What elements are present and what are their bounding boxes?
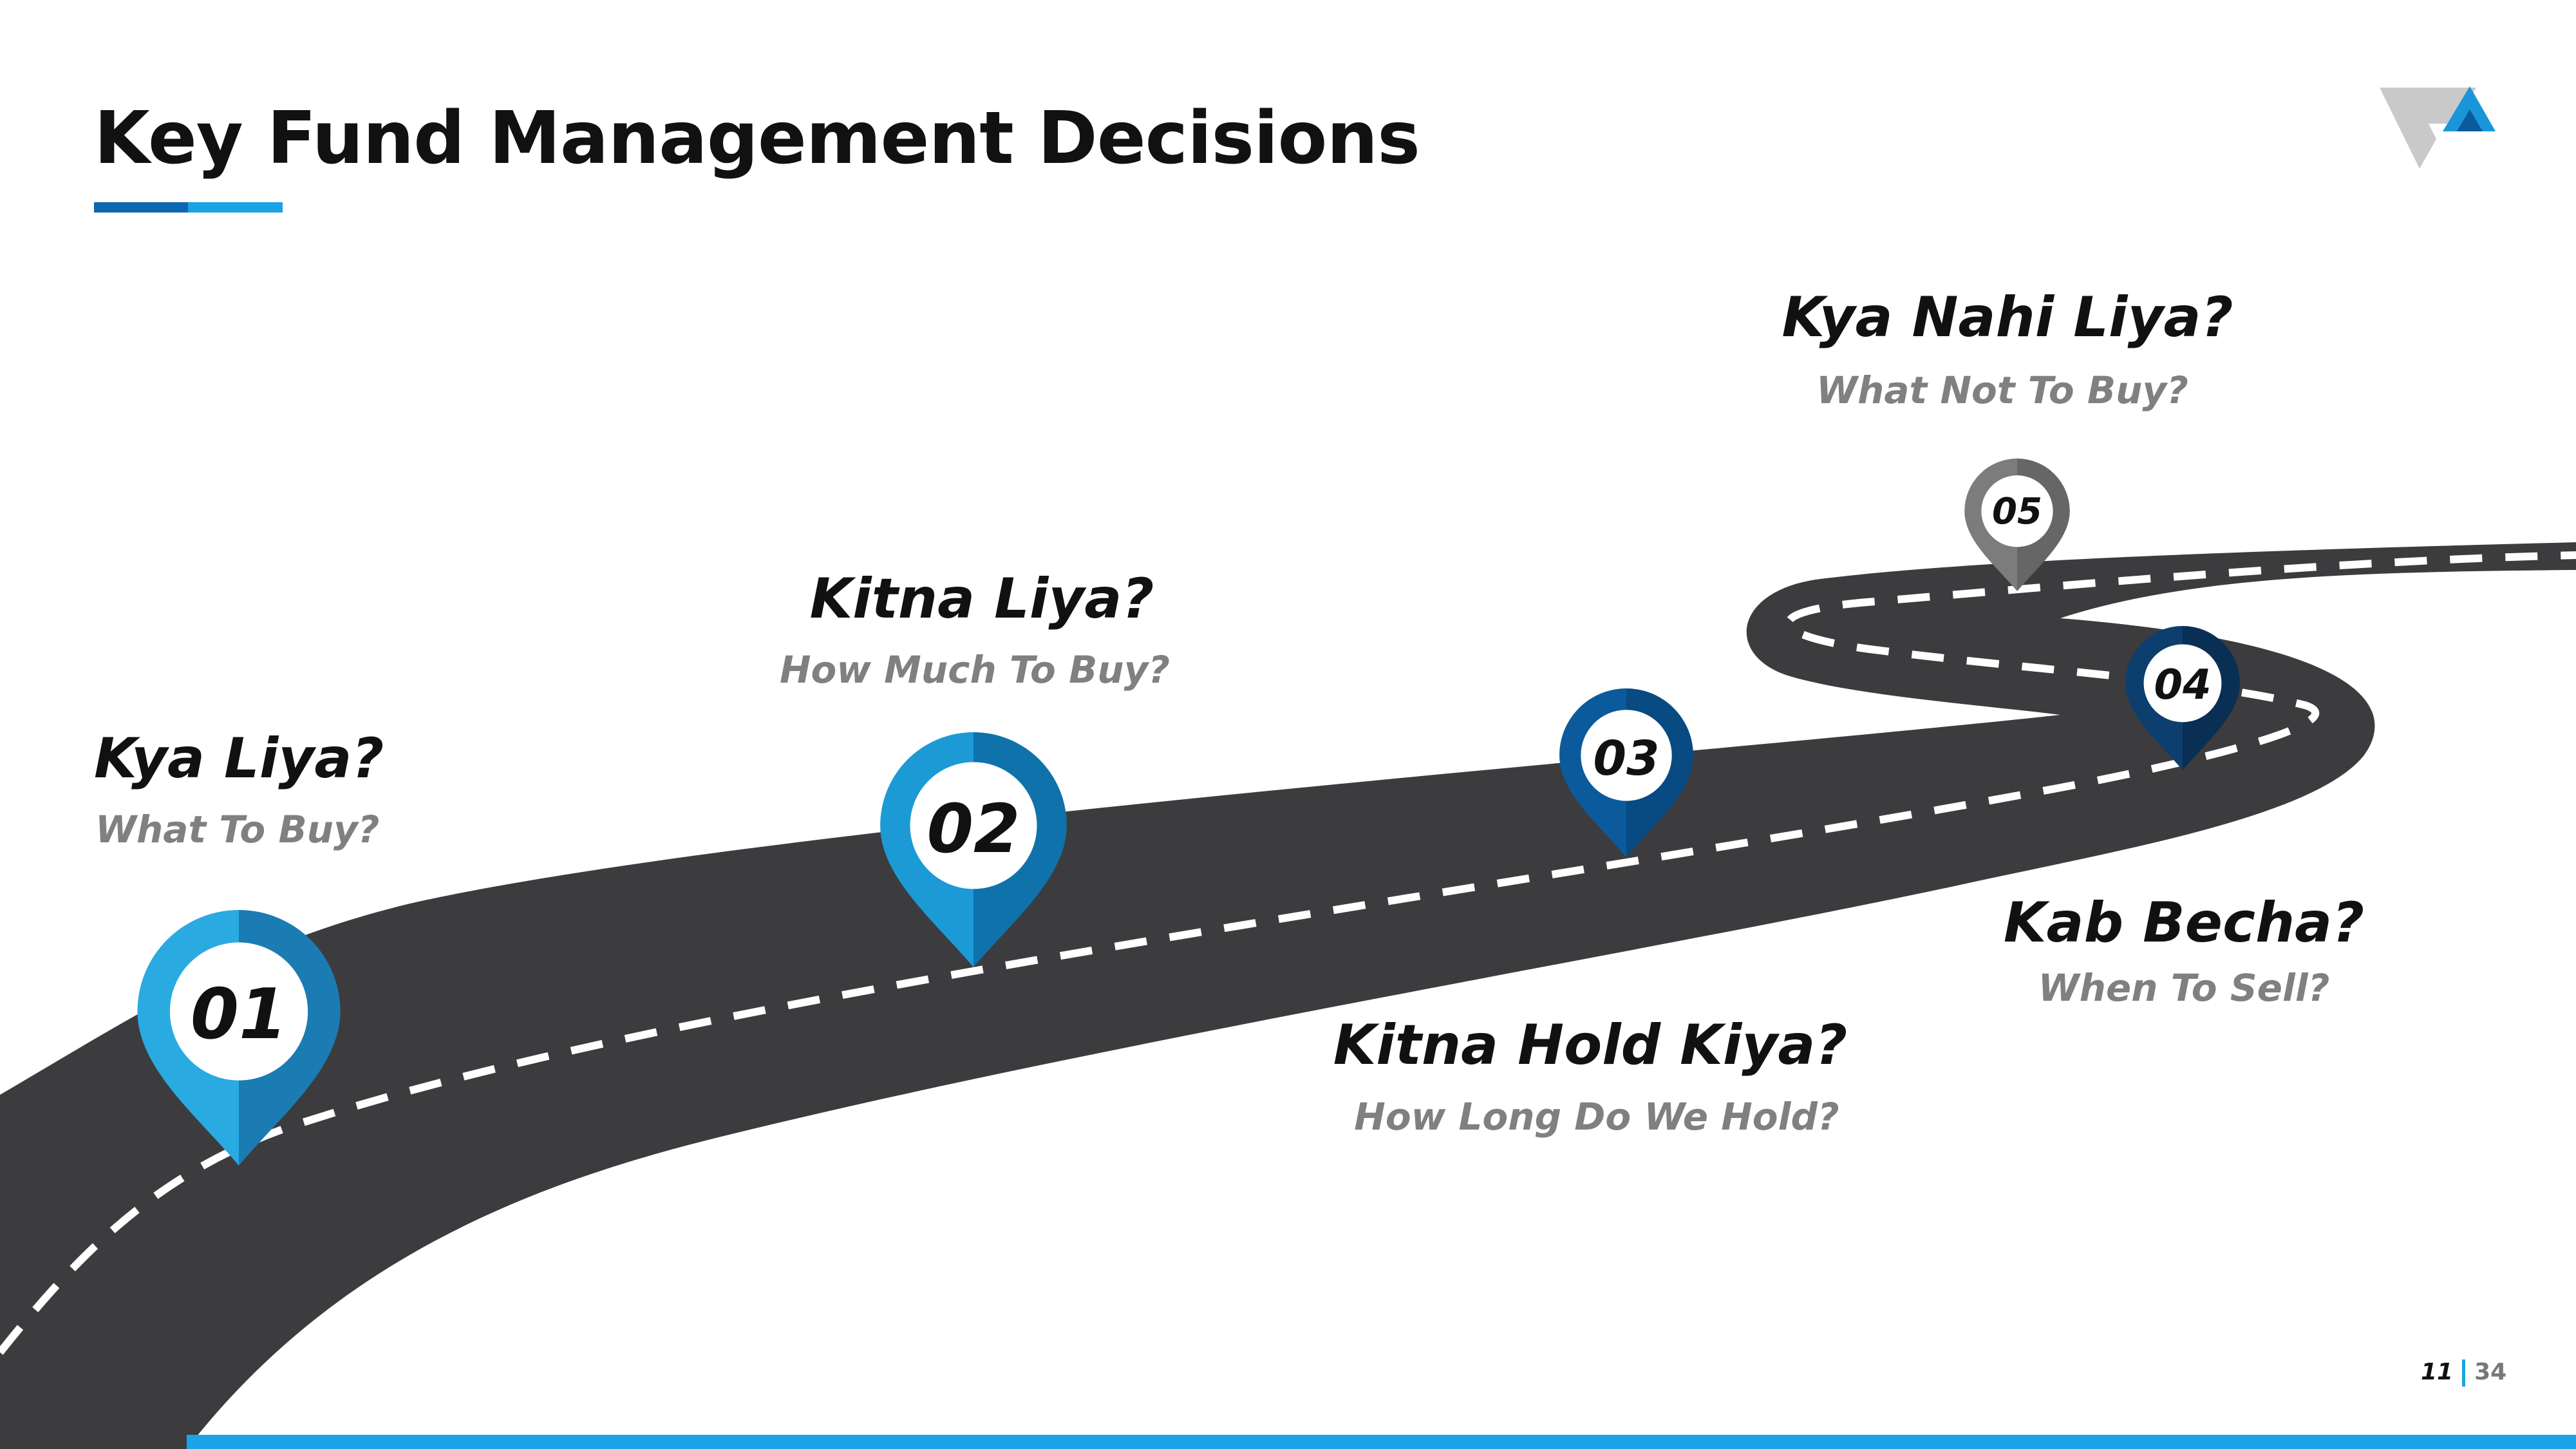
footer-accent-bar (187, 1435, 2576, 1449)
step-01-subtitle: What To Buy? (95, 808, 380, 851)
pin-number-04: 04 (2154, 661, 2212, 709)
step-05-subtitle: What Not To Buy? (1816, 368, 2188, 412)
map-pin-icon (2125, 626, 2240, 770)
step-03-subtitle: How Long Do We Hold? (1354, 1095, 1839, 1139)
pin-number-01: 01 (190, 974, 288, 1055)
step-04-title: Kab Becha? (2003, 891, 2365, 955)
map-pin-icon (1559, 688, 1693, 857)
pin-number-05: 05 (1992, 491, 2042, 533)
road-center-dashes (0, 551, 2576, 1355)
step-02-title: Kitna Liya? (809, 567, 1154, 631)
road-surface (0, 542, 2576, 1449)
page-title: Key Fund Management Decisions (94, 97, 1420, 180)
page-total: 34 (2474, 1359, 2507, 1385)
company-logo-icon (2380, 86, 2496, 169)
title-underline (94, 202, 283, 213)
map-pin-icon (137, 910, 341, 1166)
page-number: 11 34 (2421, 1359, 2506, 1387)
step-03-title: Kitna Hold Kiya? (1333, 1013, 1848, 1077)
pin-number-03: 03 (1593, 731, 1660, 786)
map-pin-icon (880, 732, 1067, 967)
step-02-subtitle: How Much To Buy? (779, 648, 1170, 692)
underline-light-segment (188, 202, 283, 213)
step-01-title: Kya Liya? (94, 726, 384, 791)
map-pin-icon (1964, 459, 2070, 591)
page-current: 11 (2421, 1359, 2454, 1385)
step-04-subtitle: When To Sell? (2038, 966, 2330, 1010)
step-05-title: Kya Nahi Liya? (1782, 285, 2233, 350)
page-separator (2462, 1359, 2466, 1387)
pin-number-02: 02 (926, 790, 1020, 868)
underline-dark-segment (94, 202, 188, 213)
